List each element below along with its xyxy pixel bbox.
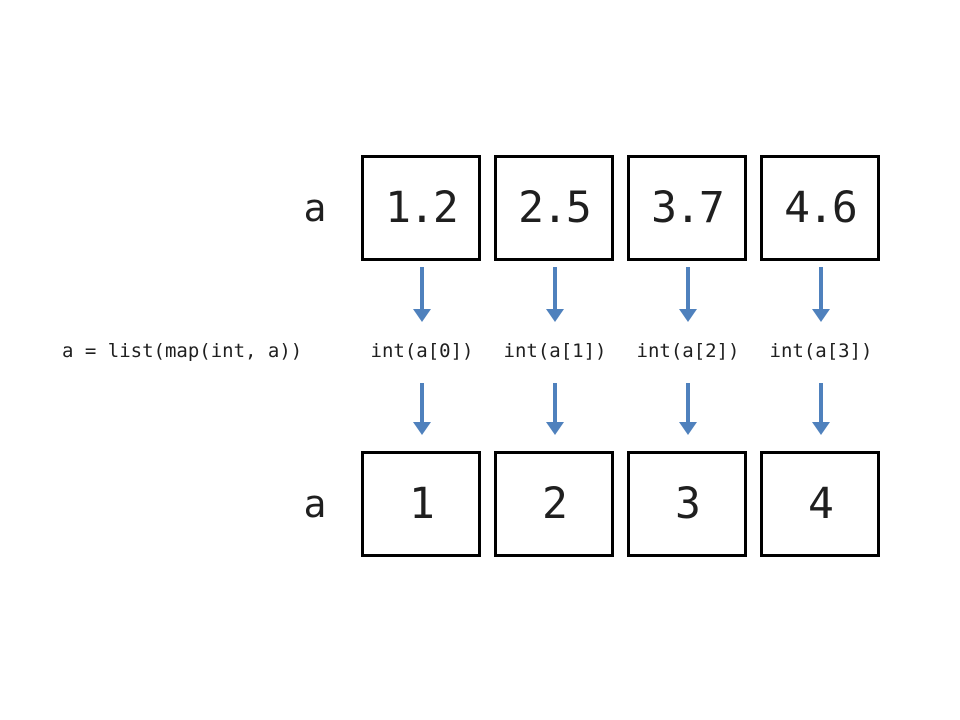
operation-label-2: int(a[2]) [636,340,740,362]
operation-label-1: int(a[1]) [503,340,607,362]
down-arrow-icon [812,267,830,322]
bottom-row-variable-label: a [303,482,327,526]
down-arrow-icon [413,383,431,435]
down-arrow-icon [413,267,431,322]
operation-label-0: int(a[0]) [370,340,474,362]
float-array-cell-3: 4.6 [760,155,880,261]
down-arrow-icon [679,267,697,322]
float-array-cell-1: 2.5 [494,155,614,261]
down-arrow-icon [546,267,564,322]
operation-label-3: int(a[3]) [769,340,873,362]
code-expression-label: a = list(map(int, a)) [62,340,303,362]
down-arrow-icon [546,383,564,435]
down-arrow-icon [812,383,830,435]
int-array-cell-0: 1 [361,451,481,557]
int-array-cell-1: 2 [494,451,614,557]
int-array-cell-2: 3 [627,451,747,557]
top-row-variable-label: a [303,186,327,230]
int-array-cell-3: 4 [760,451,880,557]
float-array-cell-2: 3.7 [627,155,747,261]
down-arrow-icon [679,383,697,435]
float-array-cell-0: 1.2 [361,155,481,261]
